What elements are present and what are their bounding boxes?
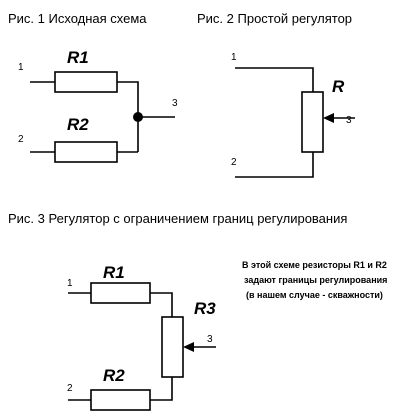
- fig3-resistor-r2: [90, 389, 151, 411]
- fig2-pin-1-label: 1: [231, 52, 237, 63]
- fig3-resistor-r1: [90, 282, 151, 304]
- fig3-wiper-arrow: [183, 342, 194, 352]
- figure-3-limited-regulator: 1 2 3 R1 R2 R3: [67, 263, 216, 411]
- note-line-3: (в нашем случае - скважности): [246, 290, 383, 300]
- note-line-1: В этой схеме резисторы R1 и R2: [242, 260, 387, 270]
- fig2-pin-2-label: 2: [231, 157, 237, 168]
- fig3-pin-1-label: 1: [67, 278, 73, 289]
- fig1-r2-label: R2: [67, 115, 89, 134]
- figure-2-simple-regulator: 1 2 3 R: [231, 52, 355, 178]
- fig3-r1-label: R1: [103, 263, 125, 282]
- fig1-resistor-r2: [54, 141, 118, 163]
- fig1-pin-2-label: 2: [18, 134, 24, 145]
- fig2-wire-2: [235, 152, 314, 178]
- fig1-junction-dot: [133, 112, 143, 122]
- fig3-wire-r3-r2: [150, 377, 173, 401]
- caption-fig1: Рис. 1 Исходная схема: [8, 11, 147, 26]
- caption-fig2: Рис. 2 Простой регулятор: [197, 11, 352, 26]
- explanatory-note: В этой схеме резисторы R1 и R2 задают гр…: [242, 260, 387, 300]
- fig3-pin-2-label: 2: [67, 383, 73, 394]
- fig3-pin-3-label: 3: [207, 334, 213, 345]
- fig1-wire-r1-node: [117, 81, 139, 152]
- fig2-wire-1: [235, 67, 314, 92]
- fig1-r1-label: R1: [67, 48, 89, 67]
- fig3-potentiometer-r3: [161, 316, 184, 378]
- fig1-resistor-r1: [54, 71, 118, 93]
- fig2-potentiometer-r: [301, 91, 324, 153]
- caption-fig3: Рис. 3 Регулятор с ограничением границ р…: [8, 211, 347, 226]
- fig2-wiper-arrow: [323, 113, 334, 123]
- note-line-2: задают границы регулирования: [244, 275, 387, 285]
- fig2-pin-3-label: 3: [346, 115, 352, 126]
- fig2-r-label: R: [332, 77, 345, 96]
- figure-1-original-circuit: 1 2 3 R1 R2: [18, 48, 178, 163]
- fig1-pin-3-label: 3: [172, 98, 178, 109]
- fig3-r3-label: R3: [194, 299, 216, 318]
- fig3-r2-label: R2: [103, 366, 125, 385]
- fig1-pin-1-label: 1: [18, 62, 24, 73]
- fig3-wire-r1-r3: [150, 292, 173, 317]
